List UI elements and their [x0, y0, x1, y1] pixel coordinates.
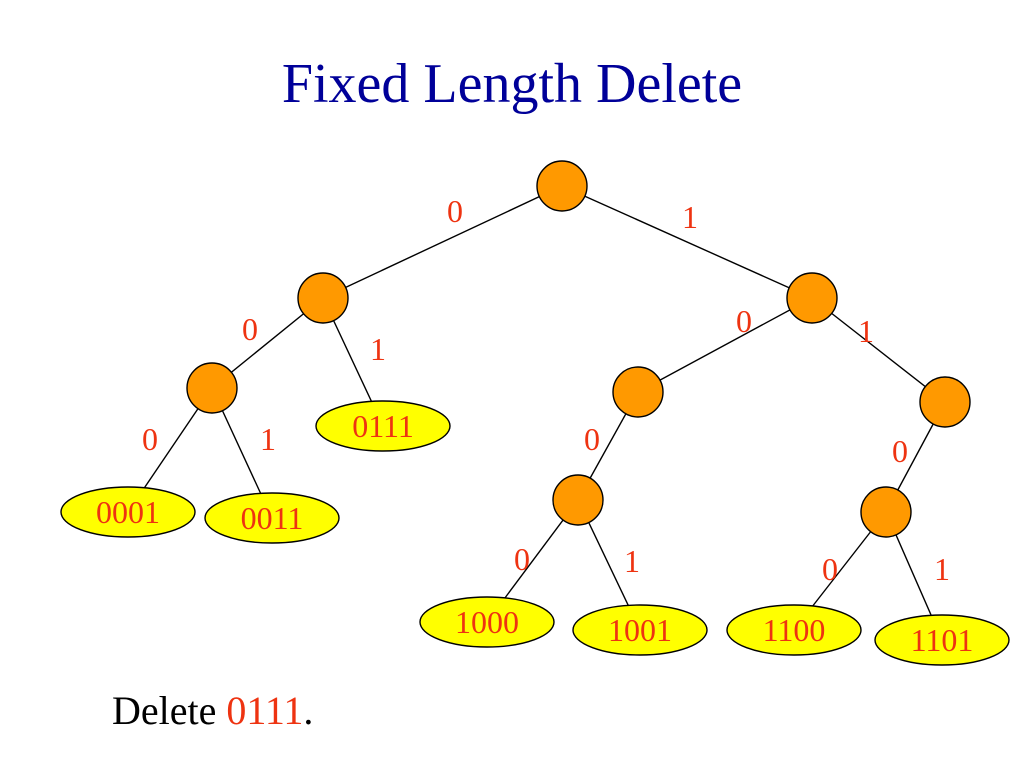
- leaf-node: 0001: [60, 486, 196, 538]
- edge-label: 1: [682, 199, 698, 235]
- leaf-label: 1101: [911, 622, 974, 658]
- leaf-node: 1000: [419, 596, 555, 648]
- edge-label: 0: [736, 303, 752, 339]
- leaf-node: 1101: [874, 614, 1010, 666]
- edge-label: 1: [934, 551, 950, 587]
- leaf-ellipse: [572, 604, 708, 656]
- edge-label: 1: [624, 543, 640, 579]
- leaf-ellipse: [60, 486, 196, 538]
- edge-labels-layer: 0 1 0 1 0 1 0 1 0 0 0 1 0 1: [142, 193, 950, 587]
- leaf-label: 1000: [455, 604, 519, 640]
- edge-label: 0: [514, 541, 530, 577]
- leaf-node: 0011: [204, 492, 340, 544]
- edge-label: 1: [370, 331, 386, 367]
- leaf-ellipse: [419, 596, 555, 648]
- slide-title: Fixed Length Delete: [281, 53, 743, 115]
- caption-suffix: .: [303, 688, 314, 733]
- leaf-ellipse: [315, 400, 451, 452]
- edge-label: 1: [260, 421, 276, 457]
- leaf-label: 1100: [763, 612, 826, 648]
- internal-node: [186, 362, 238, 414]
- internal-node: [786, 272, 838, 324]
- edge-label: 0: [892, 433, 908, 469]
- edge-label: 0: [242, 311, 258, 347]
- caption: Delete 0111.: [112, 686, 313, 736]
- edge-label: 0: [142, 421, 158, 457]
- internal-node: [297, 272, 349, 324]
- internal-node: [612, 366, 664, 418]
- tree-edge: [637, 297, 813, 393]
- leaf-node: 0111: [315, 400, 451, 452]
- leaf-label: 0001: [96, 494, 160, 530]
- leaf-node: 1001: [572, 604, 708, 656]
- tree-edge: [561, 185, 813, 299]
- leaf-ellipse: [204, 492, 340, 544]
- leaf-label: 0011: [241, 500, 304, 536]
- internal-node: [919, 376, 971, 428]
- leaf-ellipse: [726, 604, 862, 656]
- leaf-label: 1001: [608, 612, 672, 648]
- internal-node: [552, 474, 604, 526]
- edge-label: 0: [447, 193, 463, 229]
- caption-key: 0111: [226, 688, 304, 733]
- leaf-node: 1100: [726, 604, 862, 656]
- tree-edge: [322, 185, 563, 299]
- internal-node: [536, 160, 588, 212]
- leaf-label: 0111: [352, 408, 414, 444]
- edge-label: 1: [858, 313, 874, 349]
- edge-label: 0: [822, 551, 838, 587]
- tree-edge: [811, 297, 946, 403]
- leaf-ellipse: [874, 614, 1010, 666]
- edge-label: 0: [584, 421, 600, 457]
- internal-node: [860, 486, 912, 538]
- caption-prefix: Delete: [112, 688, 227, 733]
